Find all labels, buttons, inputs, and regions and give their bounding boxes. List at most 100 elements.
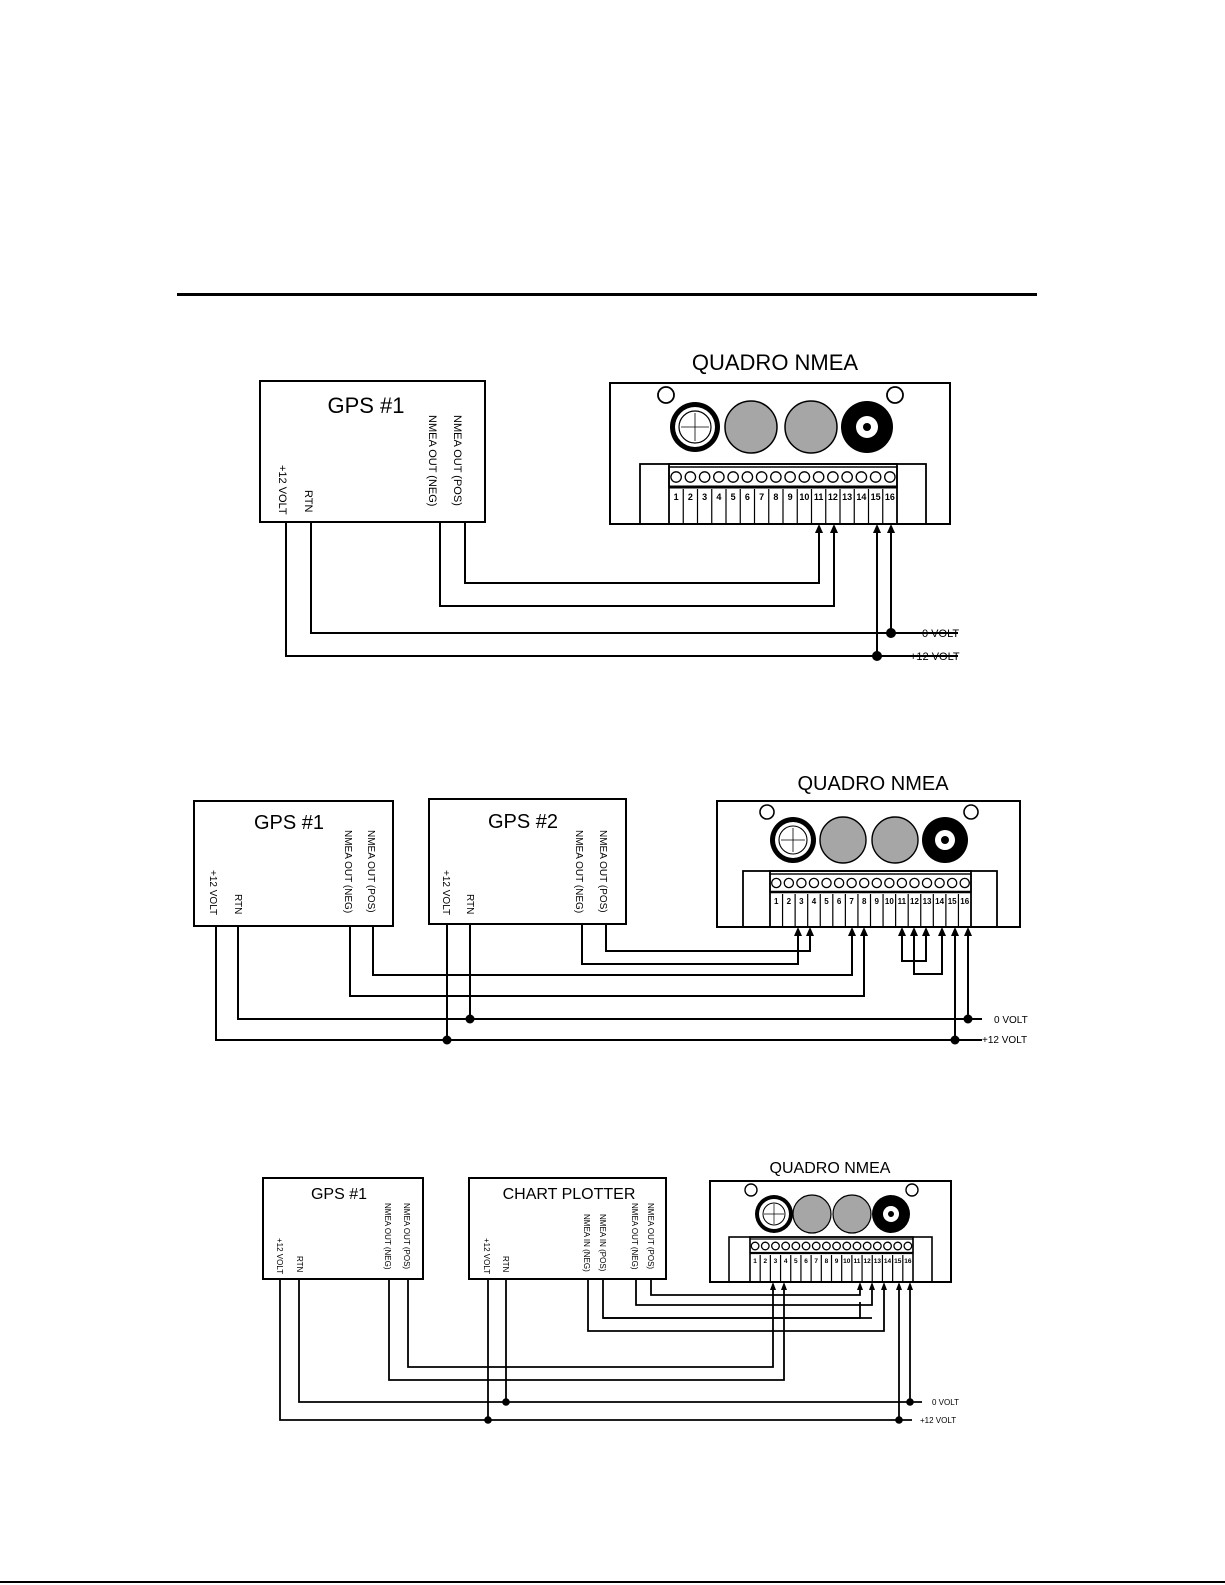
gland-icon xyxy=(724,400,778,454)
wiring-d1-arrows xyxy=(815,524,896,661)
gland-icon xyxy=(784,400,838,454)
terminal-screw-icon xyxy=(783,877,795,889)
terminal-screw-icon xyxy=(872,1241,882,1251)
terminal-screw-icon xyxy=(862,1241,872,1251)
pin-label-plus12: +12 VOLT xyxy=(207,870,218,915)
terminal-screw-icon xyxy=(808,877,820,889)
terminal-number: 3 xyxy=(799,897,804,906)
terminal-screw-icon xyxy=(741,471,754,483)
terminal-screw-icon xyxy=(798,471,811,483)
terminal-screw-icon xyxy=(755,471,768,483)
device-title: CHART PLOTTER xyxy=(503,1186,636,1203)
terminal-number: 1 xyxy=(674,492,679,502)
terminal-screw-icon xyxy=(884,877,895,889)
header-rule xyxy=(177,293,1037,296)
terminal-screw-icon xyxy=(855,471,868,483)
bnc-connector-icon xyxy=(770,817,816,863)
rail-label-12v: +12 VOLT xyxy=(982,1035,1027,1046)
terminal-screw-icon xyxy=(833,877,845,889)
terminal-number: 16 xyxy=(885,492,895,502)
terminal-number: 5 xyxy=(794,1258,798,1265)
pin-label-rtn: RTN xyxy=(302,490,314,512)
bnc-connector-icon xyxy=(670,402,720,452)
terminal-number: 9 xyxy=(788,492,793,502)
footer-rule xyxy=(0,1581,1225,1583)
terminal-number: 6 xyxy=(745,492,750,502)
terminal-number: 16 xyxy=(960,897,969,906)
terminal-screw-icon xyxy=(884,471,896,483)
terminal-screw-icon xyxy=(852,1241,862,1251)
terminal-screw-icon xyxy=(896,877,908,889)
terminal-screw-icon xyxy=(842,1241,852,1251)
terminal-number: 4 xyxy=(784,1258,788,1265)
pin-label-nmea-out-pos: NMEA OUT (POS) xyxy=(365,830,376,913)
terminal-number: 13 xyxy=(842,492,852,502)
terminal-number: 3 xyxy=(774,1258,778,1265)
terminal-number: 5 xyxy=(824,897,829,906)
device-title: GPS #1 xyxy=(311,1186,367,1203)
power-connector-icon xyxy=(841,401,893,453)
pin-label-nmea-out-neg: NMEA OUT (NEG) xyxy=(630,1203,639,1270)
gland-icon xyxy=(792,1194,832,1234)
terminal-number: 8 xyxy=(773,492,778,502)
terminal-screw-icon xyxy=(909,877,920,889)
terminal-screw-icon xyxy=(858,877,870,889)
bnc-connector-icon xyxy=(755,1195,793,1233)
terminal-screw-icon xyxy=(811,1241,821,1251)
pin-label-rtn: RTN xyxy=(232,894,243,914)
terminal-screw-icon xyxy=(727,471,739,483)
terminal-screw-icon xyxy=(841,471,853,483)
terminal-screw-icon xyxy=(670,471,682,483)
pin-label-nmea-out-neg: NMEA OUT (NEG) xyxy=(426,415,438,506)
gps2-box-d2: GPS #2 +12 VOLT RTN NMEA OUT (NEG) NMEA … xyxy=(428,798,627,925)
terminal-screw-icon xyxy=(832,1241,842,1251)
pin-label-rtn: RTN xyxy=(464,894,475,914)
terminal-number: 10 xyxy=(799,492,809,502)
terminal-number: 4 xyxy=(716,492,721,502)
gps1-box-d2: GPS #1 +12 VOLT RTN NMEA OUT (NEG) NMEA … xyxy=(193,800,394,927)
power-connector-icon xyxy=(922,817,968,863)
terminal-screw-icon xyxy=(921,877,933,889)
gps1-box-d3: GPS #1 +12 VOLT RTN NMEA OUT (NEG) NMEA … xyxy=(262,1177,424,1280)
terminal-number: 13 xyxy=(874,1258,882,1265)
pin-label-rtn: RTN xyxy=(295,1256,304,1273)
terminal-screw-icon xyxy=(903,1241,913,1251)
wiring-d1 xyxy=(285,522,958,657)
terminal-number: 14 xyxy=(856,492,866,502)
terminal-screw-icon xyxy=(846,877,857,889)
pin-label-nmea-out-neg: NMEA OUT (NEG) xyxy=(573,830,584,913)
pin-label-nmea-out-pos: NMEA OUT (POS) xyxy=(402,1203,411,1269)
terminal-number: 11 xyxy=(898,897,907,906)
terminal-number: 11 xyxy=(814,492,824,502)
terminal-screw-icon xyxy=(821,877,832,889)
terminal-screw-icon xyxy=(698,471,711,483)
wiring-d3-arrows xyxy=(484,1282,914,1424)
pin-label-nmea-out-neg: NMEA OUT (NEG) xyxy=(383,1203,392,1270)
terminal-screw-icon xyxy=(801,1241,811,1251)
pin-label-nmea-in-neg: NMEA IN (NEG) xyxy=(582,1214,591,1272)
gland-icon xyxy=(871,816,919,864)
terminal-screw-icon xyxy=(791,1241,801,1251)
terminal-number: 10 xyxy=(885,897,894,906)
gland-icon xyxy=(819,816,867,864)
pin-label-rtn: RTN xyxy=(501,1256,510,1273)
terminal-screw-icon xyxy=(771,877,782,889)
terminal-number: 13 xyxy=(923,897,932,906)
terminal-screw-icon xyxy=(781,1241,791,1251)
wiring-d2 xyxy=(215,924,982,1041)
terminal-number: 8 xyxy=(825,1258,829,1265)
terminal-screw-icon xyxy=(871,877,883,889)
device-title: GPS #1 xyxy=(254,812,324,834)
rail-label-0v: 0 VOLT xyxy=(932,1398,959,1407)
quadro-title: QUADRO NMEA xyxy=(797,773,949,795)
terminal-number: 14 xyxy=(884,1258,892,1265)
terminal-screw-icon xyxy=(771,1241,780,1251)
terminal-screw-icon xyxy=(893,1241,903,1251)
